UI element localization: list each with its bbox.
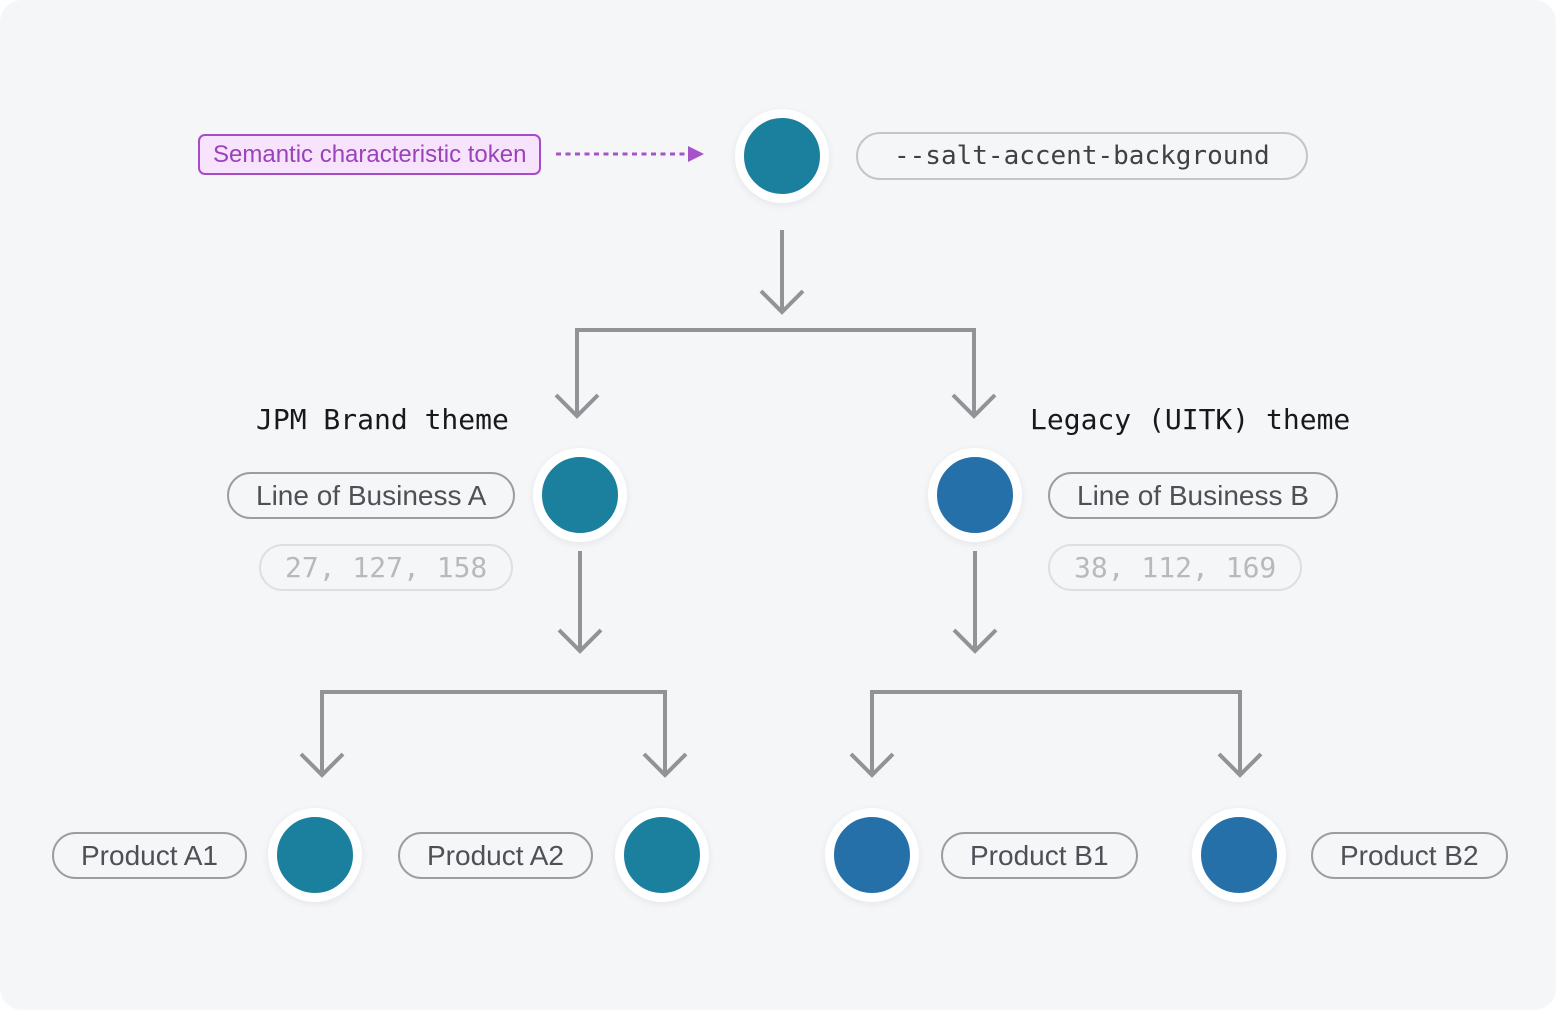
arrow-theme-b-down: [952, 551, 998, 654]
root-token-name: --salt-accent-background: [856, 132, 1308, 180]
lob-a-swatch: [533, 448, 627, 542]
root-token-swatch: [735, 109, 829, 203]
product-a1-swatch: [268, 808, 362, 902]
lob-b-swatch: [928, 448, 1022, 542]
lob-a-rgb-value: 27, 127, 158: [259, 544, 514, 591]
annotation-pointer-arrow: [556, 146, 704, 162]
lob-b-label: Line of Business B: [1048, 472, 1338, 519]
branch-theme-b-to-products: [849, 690, 1263, 778]
lob-a-label: Line of Business A: [227, 472, 516, 519]
annotation-label: Semantic characteristic token: [198, 134, 542, 175]
arrow-root-down: [759, 230, 805, 315]
arrow-theme-a-down: [557, 551, 603, 654]
product-a1-label: Product A1: [52, 832, 247, 879]
product-b2-swatch: [1192, 808, 1286, 902]
theme-a-name: JPM Brand theme: [256, 403, 509, 436]
product-a2-label: Product A2: [398, 832, 593, 879]
product-b2-label: Product B2: [1311, 832, 1508, 879]
theme-b-name: Legacy (UITK) theme: [1030, 403, 1351, 436]
lob-b-rgb-value: 38, 112, 169: [1048, 544, 1303, 591]
product-a2-swatch: [615, 808, 709, 902]
branch-theme-a-to-products: [299, 690, 688, 778]
branch-root-to-themes: [554, 328, 997, 419]
product-b1-swatch: [825, 808, 919, 902]
product-b1-label: Product B1: [941, 832, 1138, 879]
